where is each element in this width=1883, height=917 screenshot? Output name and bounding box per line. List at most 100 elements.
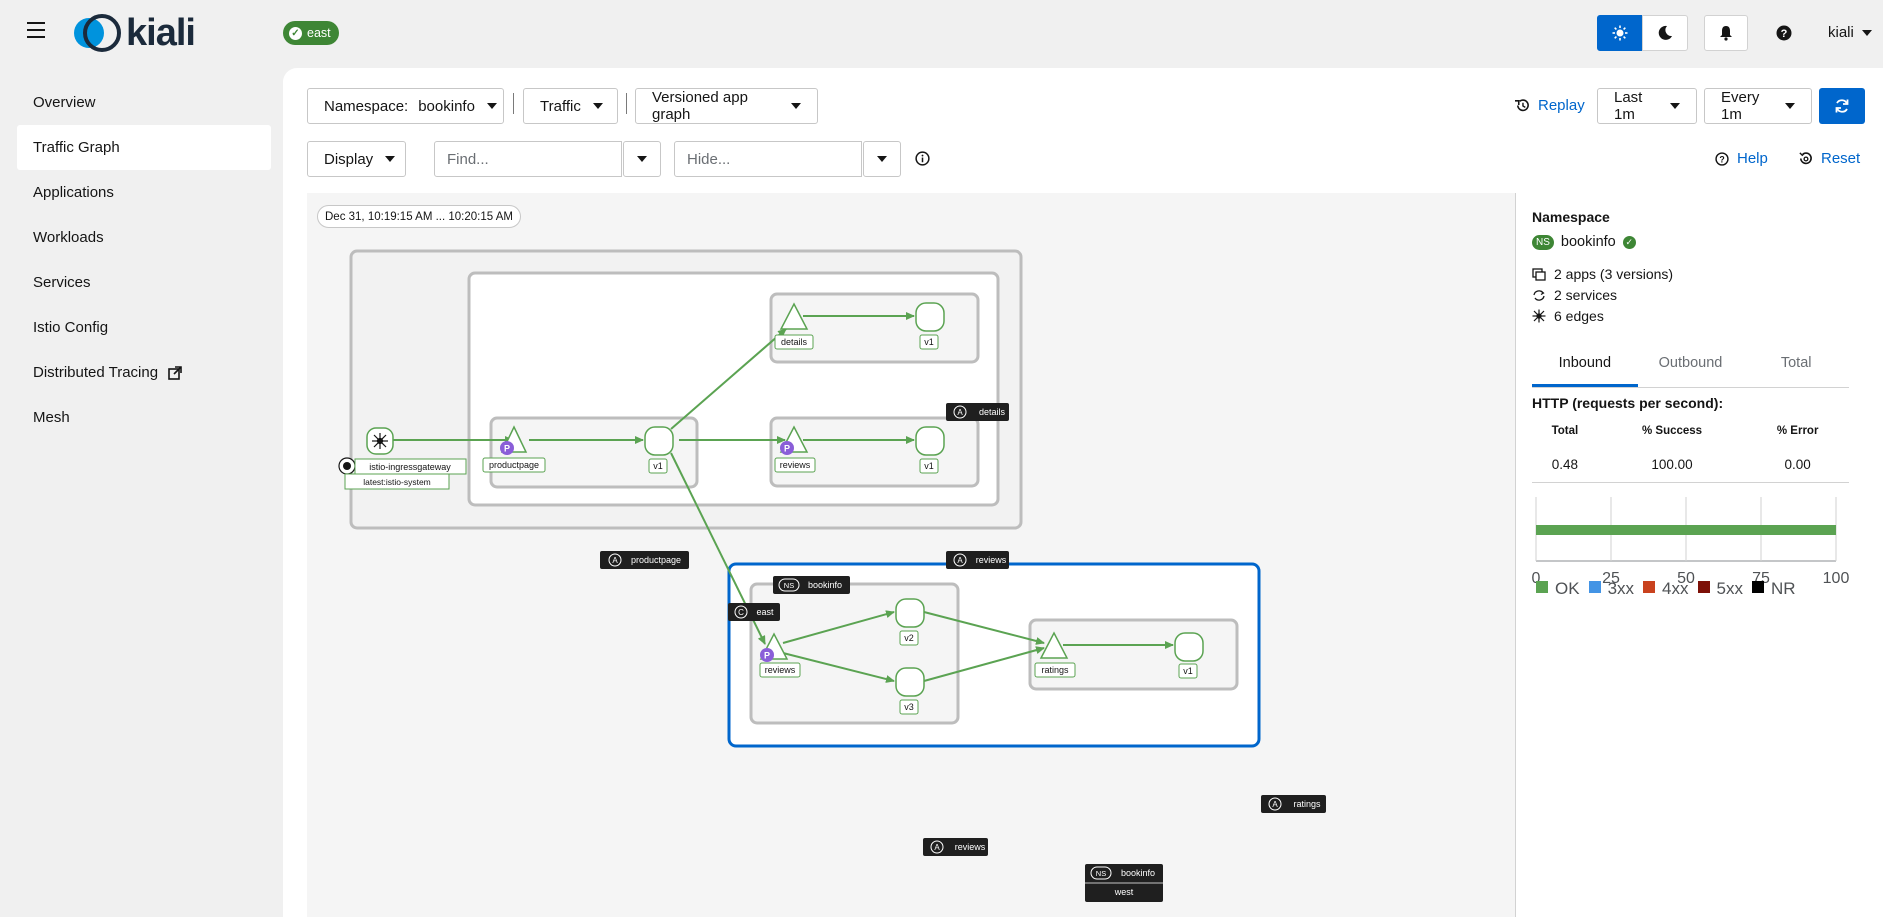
ratings-box-label: ratings [1293, 799, 1321, 809]
sidebar-item-overview[interactable]: Overview [17, 80, 271, 125]
traffic-graph-canvas[interactable]: istio-ingressgateway latest:istio-system… [307, 193, 1515, 917]
header-success: % Success [1641, 425, 1703, 437]
app-badge: A [957, 556, 963, 565]
traffic-dropdown[interactable]: Traffic [523, 88, 618, 124]
sidebar-item-traffic-graph[interactable]: Traffic Graph [17, 125, 271, 170]
sidebar-item-label: Traffic Graph [33, 139, 120, 156]
stat-edges: 6 edges [1532, 308, 1849, 324]
ns-badge: NS [1096, 869, 1106, 878]
node-reviews-v3[interactable]: v3 [895, 667, 925, 715]
edge-reviews-v2[interactable] [782, 610, 895, 644]
node-ratings-v1[interactable]: v1 [1174, 632, 1204, 679]
refresh-button[interactable] [1819, 88, 1865, 124]
logo-text: kiali [126, 12, 196, 54]
edge-productpage-details[interactable] [670, 328, 787, 430]
v1-label: v1 [653, 461, 663, 471]
reviews-box-label: reviews [976, 555, 1007, 565]
cluster-badge: ✓ east [283, 21, 339, 45]
ratings-label: ratings [1041, 665, 1069, 675]
traffic-label: Traffic [540, 97, 581, 115]
node-details-v1[interactable]: v1 [915, 302, 945, 350]
node-reviews-west[interactable]: P reviews [759, 632, 801, 678]
namespace-dropdown[interactable]: Namespace: bookinfo [307, 88, 504, 124]
history-icon [1515, 99, 1529, 112]
kiali-logo-icon [74, 14, 121, 52]
gateway-label: istio-ingressgateway [369, 462, 451, 472]
help-button[interactable]: ? [1764, 15, 1804, 51]
info-icon[interactable] [915, 151, 930, 170]
reset-button[interactable]: Reset [1798, 150, 1860, 167]
box-label-reviews-west: A reviews [923, 838, 988, 856]
help-label: Help [1737, 150, 1768, 167]
refresh-interval-label: Every 1m [1721, 89, 1760, 123]
help-link[interactable]: ? Help [1715, 150, 1768, 167]
node-productpage[interactable]: P productpage [482, 425, 546, 473]
sidebar-item-services[interactable]: Services [17, 260, 271, 305]
notifications-button[interactable] [1704, 15, 1748, 51]
reset-label: Reset [1821, 150, 1861, 167]
refresh-interval-dropdown[interactable]: Every 1m [1704, 88, 1812, 124]
node-reviews-v2[interactable]: v2 [895, 598, 925, 646]
hide-input[interactable]: Hide... [674, 141, 862, 177]
legend-label: 4xx [1662, 579, 1689, 598]
topology-icon [1532, 309, 1546, 323]
ns-badge: NS [1532, 234, 1554, 250]
svg-text:P: P [504, 444, 510, 454]
edge-v2-ratings[interactable] [923, 611, 1045, 645]
sidebar-item-label: Applications [33, 184, 114, 201]
stat-edges-text: 6 edges [1554, 308, 1604, 324]
caret-down-icon [486, 103, 497, 109]
reviews-box-label: reviews [955, 842, 986, 852]
app-badge: A [957, 408, 963, 417]
chart-tick-label: 50 [1677, 570, 1695, 587]
find-options-dropdown[interactable] [623, 141, 661, 177]
node-ratings[interactable]: ratings [1034, 631, 1076, 678]
light-theme-button[interactable] [1597, 15, 1643, 51]
gateway-sublabel: latest:istio-system [363, 477, 431, 487]
sidebar-item-istio-config[interactable]: Istio Config [17, 305, 271, 350]
ns-badge: NS [784, 581, 794, 590]
box-label-namespace-west: NS bookinfo west [1085, 864, 1163, 902]
sidebar-item-distributed-tracing[interactable]: Distributed Tracing [17, 350, 271, 395]
namespace-value: bookinfo [418, 97, 475, 115]
graph-svg: istio-ingressgateway latest:istio-system… [338, 249, 1326, 902]
node-details[interactable]: details [774, 302, 814, 350]
tab-outbound[interactable]: Outbound [1658, 355, 1723, 371]
legend-3xx: 3xx [1588, 579, 1634, 599]
external-link-icon [168, 365, 182, 380]
graph-type-dropdown[interactable]: Versioned app graph [635, 88, 818, 124]
details-label: details [781, 337, 808, 347]
dark-theme-button[interactable] [1642, 15, 1688, 51]
sidebar-item-mesh[interactable]: Mesh [17, 395, 271, 440]
find-input[interactable]: Find... [434, 141, 622, 177]
edge-v3-ratings[interactable] [923, 646, 1045, 682]
v1-label: v1 [924, 461, 934, 471]
user-label: kiali [1828, 24, 1854, 41]
edge-reviews-v3[interactable] [782, 652, 895, 683]
sidebar-item-applications[interactable]: Applications [17, 170, 271, 215]
box-label-reviews-east: A reviews [946, 551, 1009, 569]
legend-nr: NR [1751, 579, 1796, 599]
app-badge: A [1272, 800, 1278, 809]
applications-icon [1532, 267, 1546, 281]
tab-total[interactable]: Total [1780, 355, 1812, 371]
timestamp-text: Dec 31, 10:19:15 AM ... 10:20:15 AM [325, 210, 513, 223]
display-dropdown[interactable]: Display [307, 141, 406, 177]
user-menu[interactable]: kiali [1828, 24, 1872, 41]
kiali-logo[interactable]: kiali [70, 12, 196, 54]
node-istio-ingressgateway[interactable]: istio-ingressgateway latest:istio-system [338, 427, 467, 490]
productpage-label: productpage [489, 460, 539, 470]
sidebar-item-workloads[interactable]: Workloads [17, 215, 271, 260]
cluster-label: east [307, 26, 331, 40]
duration-dropdown[interactable]: Last 1m [1597, 88, 1697, 124]
node-reviews-east[interactable]: P reviews [774, 425, 816, 473]
tab-inbound[interactable]: Inbound [1532, 340, 1638, 387]
replay-button[interactable]: Replay [1515, 97, 1585, 114]
sync-icon [1835, 99, 1849, 113]
menu-toggle-icon[interactable] [27, 22, 45, 38]
hide-options-dropdown[interactable] [863, 141, 901, 177]
node-productpage-v1[interactable]: v1 [644, 426, 674, 474]
node-reviews-v1-east[interactable]: v1 [915, 426, 945, 474]
namespace-name[interactable]: bookinfo [1560, 234, 1616, 250]
caret-down-icon [791, 103, 801, 109]
